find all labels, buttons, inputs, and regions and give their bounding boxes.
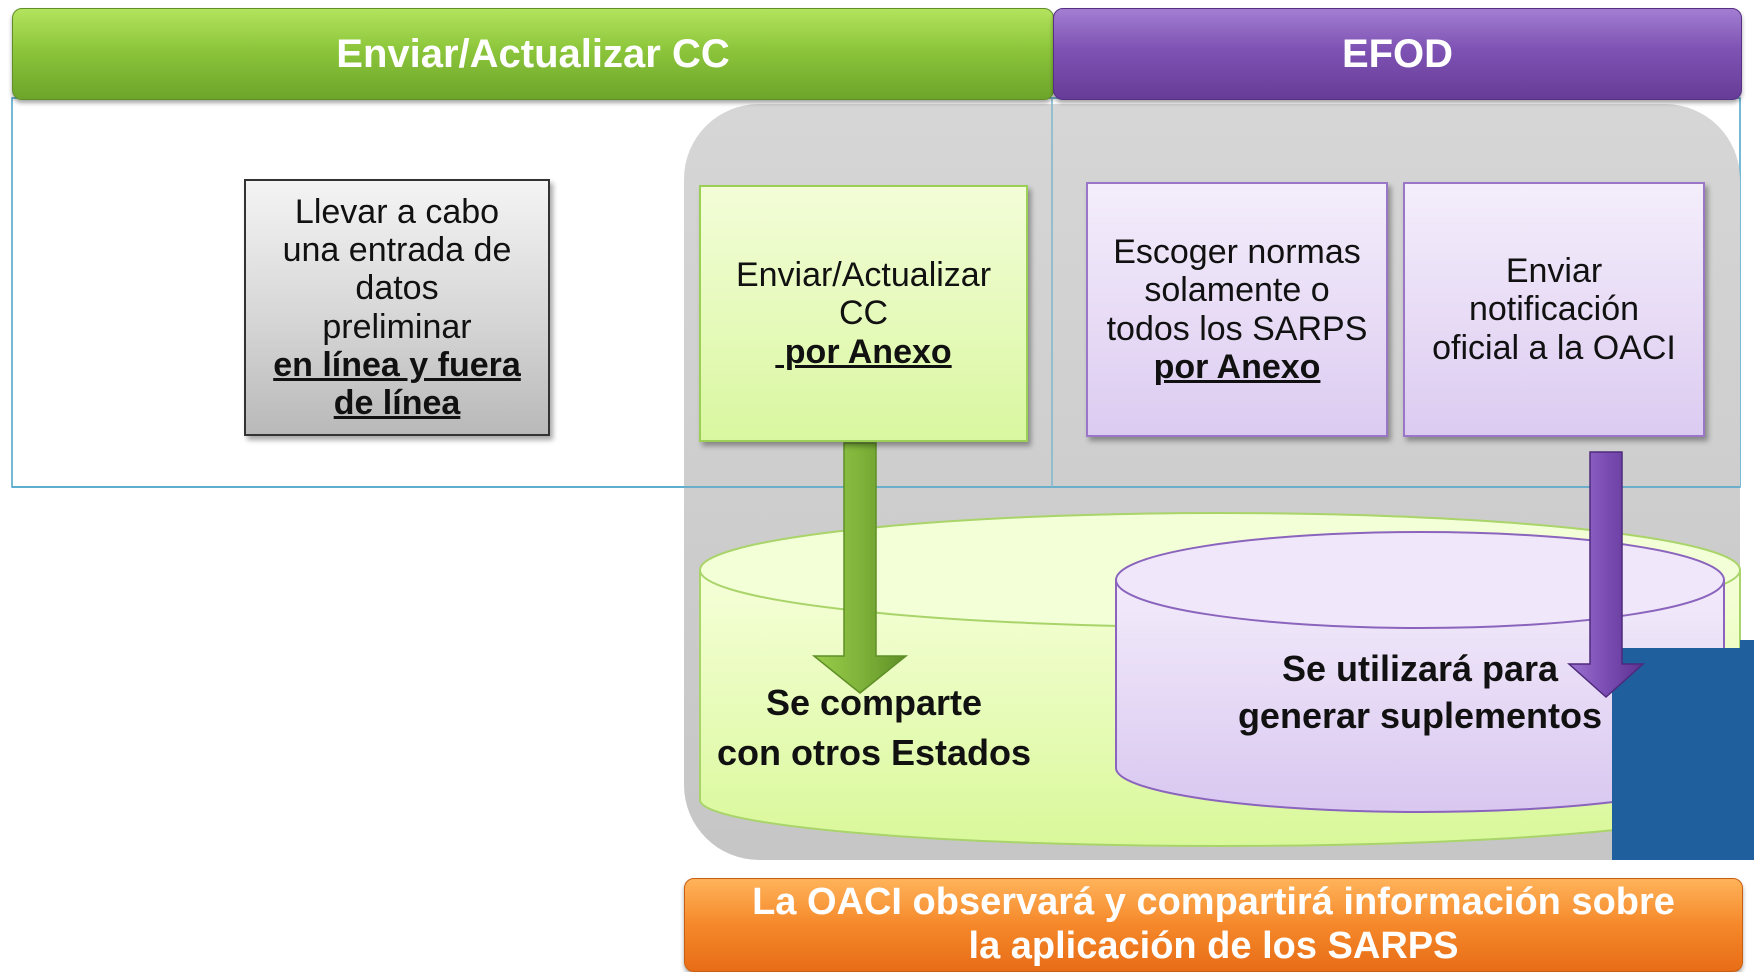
box-line: notificación [1468, 290, 1640, 329]
box-line: CC [838, 294, 889, 333]
shared-with-states-label: Se comparte con otros Estados [704, 678, 1044, 777]
box-emphasis-line: por Anexo [1153, 347, 1321, 386]
cylinder-line: Se comparte [765, 682, 983, 723]
box-line: todos los SARPS [1106, 309, 1368, 348]
cylinder-line: Se utilizará para [1281, 648, 1559, 689]
box-emphasis-line: en línea y fuera [273, 345, 521, 384]
cylinder-line: con otros Estados [716, 731, 1032, 773]
box-line: una entrada de [282, 231, 512, 270]
box-line: Llevar a cabo [294, 193, 500, 232]
header-efod: EFOD [1053, 8, 1742, 100]
box-line: Enviar/Actualizar [735, 256, 992, 295]
icao-footer-banner: La OACI observará y compartirá informaci… [684, 878, 1743, 972]
box-line: solamente o [1144, 271, 1330, 310]
header-send-update-cc: Enviar/Actualizar CC [12, 8, 1054, 100]
box-emphasis-line: por Anexo [775, 332, 952, 371]
background-image-fragment [1612, 648, 1754, 860]
box-line: preliminar [322, 307, 472, 346]
box-line: oficial a la OACI [1432, 328, 1676, 367]
generate-supplements-label: Se utilizará para generar suplementos [1200, 646, 1640, 740]
supplements-database-cylinder [1115, 531, 1725, 813]
box-line: Escoger normas [1113, 233, 1361, 272]
choose-standards-box: Escoger normas solamente o todos los SAR… [1086, 182, 1388, 437]
send-update-cc-box: Enviar/Actualizar CC por Anexo [699, 185, 1028, 442]
purple-down-arrow [1567, 451, 1645, 699]
box-line: datos [355, 269, 439, 308]
footer-line: La OACI observará y compartirá informaci… [752, 881, 1675, 924]
cylinder-line: generar suplementos [1237, 694, 1603, 736]
header-efod-label: EFOD [1341, 31, 1454, 76]
box-line: Enviar [1505, 252, 1603, 291]
box-emphasis-line: de línea [333, 383, 461, 422]
green-down-arrow [811, 442, 909, 694]
send-notification-box: Enviar notificación oficial a la OACI [1403, 182, 1705, 437]
header-send-update-cc-label: Enviar/Actualizar CC [336, 31, 730, 76]
preliminary-data-entry-box: Llevar a cabo una entrada de datos preli… [244, 179, 550, 436]
panel-right-edge [1740, 640, 1754, 860]
footer-line: la aplicación de los SARPS [968, 925, 1459, 967]
